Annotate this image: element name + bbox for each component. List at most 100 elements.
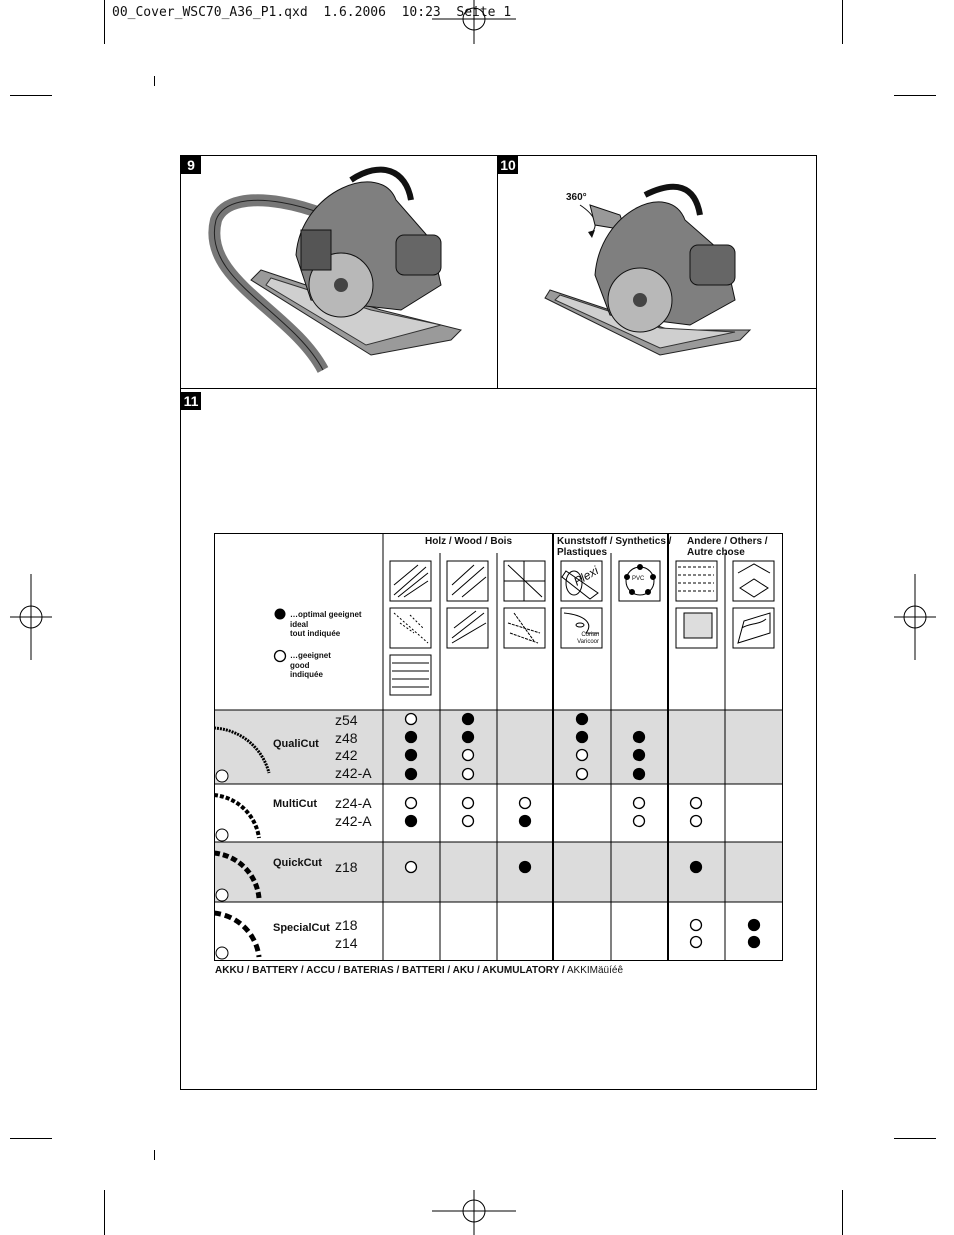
rating-filled-dot [575,712,589,726]
frame-wood-icon [503,560,546,602]
material-icons [389,560,775,696]
rating-open-dot [689,796,703,810]
composite-board-icon [675,560,718,602]
panel-divider-h [180,388,816,389]
panel-10-badge: 10 [498,156,518,174]
battery-footer: AKKU / BATTERY / ACCU / BATERIAS / BATTE… [215,965,623,976]
rating-filled-dot [632,767,646,781]
rating-filled-dot [404,730,418,744]
rating-open-dot [404,712,418,726]
row-bg-qualicut [214,710,782,784]
fibreboard-icon [446,607,489,649]
specialcut-blade-icon [214,910,262,960]
legend-filled-text: …optimal geeignet ideal tout indiquée [290,610,362,639]
rating-open-dot [404,860,418,874]
rating-open-dot [461,748,475,762]
legend-filled-line3: tout indiquée [290,629,341,638]
rating-filled-dot [632,748,646,762]
pvc-icon [618,560,661,602]
insulation-box-icon [732,560,775,602]
rating-filled-dot [689,860,703,874]
rating-open-dot [632,814,646,828]
multicut-blade-icon [214,793,261,842]
blade-application-table [214,533,783,961]
legend-filled-line1: …optimal geeignet [290,610,362,619]
registration-mark-top [432,0,516,44]
qualicut-tooth-3: z42 [335,747,358,763]
rating-filled-dot [747,918,761,932]
rating-open-dot [575,767,589,781]
qualicut-tooth-4: z42-A [335,764,372,781]
panel-9-badge: 9 [181,156,201,174]
registration-mark-bottom [432,1190,516,1235]
row-bg-specialcut [214,902,782,960]
circular-saw-rotating-outlet-illustration [544,183,752,356]
rating-filled-dot [404,767,418,781]
registration-mark-left [10,574,52,660]
pvc-label: PVC [632,576,645,582]
qualicut-tooth-1: z54 [335,712,358,728]
row-label-specialcut: SpecialCut [273,922,330,934]
rating-filled-dot [518,860,532,874]
row-label-qualicut: QualiCut [273,738,319,750]
rating-open-dot [404,796,418,810]
plywood-icon [446,560,489,602]
row-label-multicut: MultiCut [273,798,317,810]
blade-graphics [214,726,271,960]
solid-wood-icon [389,560,432,602]
qualicut-teeth: z54 z48 z42 z42-A [335,712,372,782]
legend-open-line2: good [290,660,310,670]
corian-label-line2: Varicoor [577,639,599,645]
legend-open-dot [273,649,287,663]
corian-icon [560,607,603,649]
rating-filled-dot [461,712,475,726]
multicut-tooth-1: z24-A [335,795,372,811]
battery-footer-bold: AKKU / BATTERY / ACCU / BATERIAS / BATTE… [215,965,565,976]
plexi-icon [560,560,603,602]
legend-filled-dot [274,608,286,620]
quickcut-tooth-1: z18 [335,859,358,875]
qualicut-blade-icon [214,726,271,783]
rating-open-dot [689,918,703,932]
wood-group-header: Holz / Wood / Bois [424,536,513,547]
legend-open-text: …geeignet good indiquée [290,651,331,680]
rating-open-dot [575,748,589,762]
rating-open-dot [461,767,475,781]
corian-label: Corian Varicoor [577,632,599,646]
quickcut-blade-icon [214,850,262,902]
rating-filled-dot [404,814,418,828]
row-label-quickcut: QuickCut [273,857,322,869]
outer-frame [180,155,817,1090]
rating-filled-dot [632,730,646,744]
rating-open-dot [632,796,646,810]
others-header-line1: Andere / Others / [687,536,768,547]
specialcut-tooth-2: z14 [335,934,358,951]
multicut-teeth: z24-A z42-A [335,795,372,830]
porous-concrete-icon [675,607,718,649]
rating-filled-dot [747,935,761,949]
specialcut-teeth: z18 z14 [335,917,358,952]
multicut-tooth-2: z42-A [335,812,372,829]
rating-open-dot [689,935,703,949]
rating-open-dot [518,796,532,810]
chipboard-icon [389,607,432,649]
rating-filled-dot [575,730,589,744]
others-group-header: Andere / Others / Autre chose [687,536,777,558]
others-header-line2: Autre chose [687,547,745,558]
legend-open-line1: …geeignet [290,651,331,660]
row-bg-quickcut [214,842,782,902]
file-slug: 00_Cover_WSC70_A36_P1.qxd 1.6.2006 10:23… [112,5,512,20]
panel-11-badge: 11 [181,392,201,410]
synthetics-header-line2: Plastiques [557,547,608,558]
row-bg-multicut [214,784,782,842]
circular-saw-with-cord-illustration [208,166,462,373]
legend-filled-line2: ideal [290,619,309,629]
rotation-label: 360° [566,192,587,203]
rating-open-dot [461,814,475,828]
legend-open-line3: indiquée [290,670,323,679]
rating-filled-dot [404,748,418,762]
synthetics-header-line1: Kunststoff / Synthetics / [557,536,672,547]
rating-filled-dot [461,730,475,744]
rating-dots [404,712,761,949]
